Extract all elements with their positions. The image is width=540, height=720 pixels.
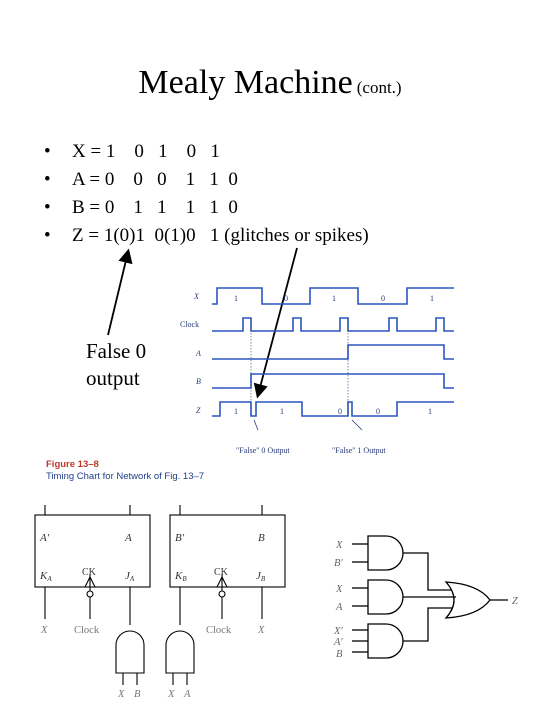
figure-caption-text: Timing Chart for Network of Fig. 13–7	[46, 471, 205, 482]
ffa-j: JA	[125, 570, 135, 583]
gate2-input-x: X	[167, 689, 175, 700]
logic-in-b: B	[336, 649, 343, 660]
x-value-1: 1	[234, 294, 238, 303]
signal-label-x: X	[193, 292, 200, 301]
gate1-input-b: B	[134, 689, 141, 700]
logic-in-b-prime: B′	[334, 558, 343, 569]
signal-label-z: Z	[196, 406, 201, 415]
x-waveform	[212, 287, 454, 305]
ffb-ck: CK	[214, 567, 229, 578]
slide-title: Mealy Machine (cont.)	[0, 64, 540, 102]
flipflop-circuit: A′ A KA CK JA B′ B KB CK JB X Clock Cloc…	[34, 505, 286, 700]
title-main: Mealy Machine	[138, 64, 353, 101]
figure-number: Figure 13–8	[46, 459, 99, 470]
ffb-j: JB	[256, 570, 266, 583]
x-value-2: 0	[284, 294, 288, 303]
false-zero-callout: False 0 output	[86, 339, 147, 390]
ffb-top-right: B	[258, 532, 265, 544]
arrow-to-false-zero	[107, 248, 133, 336]
a-waveform	[212, 344, 454, 360]
annotation-false-one: "False" 1 Output	[332, 446, 386, 455]
z-waveform	[212, 401, 454, 417]
x-value-4: 0	[381, 294, 385, 303]
gate1-input-x: X	[117, 689, 125, 700]
signal-label-clock: Clock	[180, 320, 199, 329]
flipflop-a	[34, 514, 151, 588]
bullet-x: •X = 1 0 1 0 1	[44, 141, 220, 162]
timing-chart: X Clock A B Z 1 0 1 0 1 1 1 0 0 1 "False…	[180, 287, 454, 455]
z-value-4: 0	[376, 407, 380, 416]
ffb-k: KB	[174, 570, 187, 583]
output-logic-circuit: X B′ X A X′ A′ B Z	[333, 535, 518, 660]
ffb-bottom-x: X	[257, 625, 265, 636]
and-gate-xa	[367, 579, 404, 615]
logic-in-a: A	[335, 602, 343, 613]
flipflop-b	[169, 514, 286, 588]
ffa-top-left: A′	[39, 532, 50, 544]
b-waveform	[212, 373, 454, 389]
ffa-bottom-clock: Clock	[74, 625, 100, 636]
clock-waveform	[212, 317, 454, 332]
bullet-b: •B = 0 1 1 1 1 0	[44, 197, 238, 218]
logic-in-x-prime: X′	[333, 626, 343, 637]
and-gate-2	[165, 630, 195, 674]
ffa-ck: CK	[82, 567, 97, 578]
figure-caption: Figure 13–8 Timing Chart for Network of …	[46, 459, 204, 483]
bullet-z: •Z = 1(0)1 0(1)0 1 (glitches or spikes)	[44, 225, 369, 246]
logic-in-a-prime: A′	[333, 637, 343, 648]
ffa-top-right: A	[124, 532, 132, 544]
ffb-bottom-clock: Clock	[206, 625, 232, 636]
and-gate-xab	[367, 623, 404, 659]
bullet-list: •X = 1 0 1 0 1 •A = 0 0 0 1 1 0 •B = 0 1…	[44, 138, 369, 250]
arrow-to-glitch	[253, 247, 298, 399]
bullet-a: •A = 0 0 0 1 1 0	[44, 169, 238, 190]
annotation-false-zero: "False" 0 Output	[236, 446, 290, 455]
logic-in-x1: X	[335, 540, 343, 551]
ffb-top-left: B′	[175, 532, 185, 544]
signal-label-a: A	[195, 349, 201, 358]
title-sub: (cont.)	[356, 78, 402, 97]
z-value-1: 1	[234, 407, 238, 416]
z-value-2: 1	[280, 407, 284, 416]
x-value-3: 1	[332, 294, 336, 303]
ffa-k: KA	[39, 570, 52, 583]
and-gate-1	[115, 630, 145, 674]
z-value-3: 0	[338, 407, 342, 416]
and-gate-xb	[367, 535, 404, 571]
or-gate	[444, 581, 491, 619]
logic-in-x2: X	[335, 584, 343, 595]
signal-label-b: B	[196, 377, 201, 386]
gate2-input-a: A	[183, 689, 191, 700]
z-value-5: 1	[428, 407, 432, 416]
ffa-bottom-x: X	[40, 625, 48, 636]
x-value-5: 1	[430, 294, 434, 303]
logic-output-z: Z	[512, 596, 518, 607]
